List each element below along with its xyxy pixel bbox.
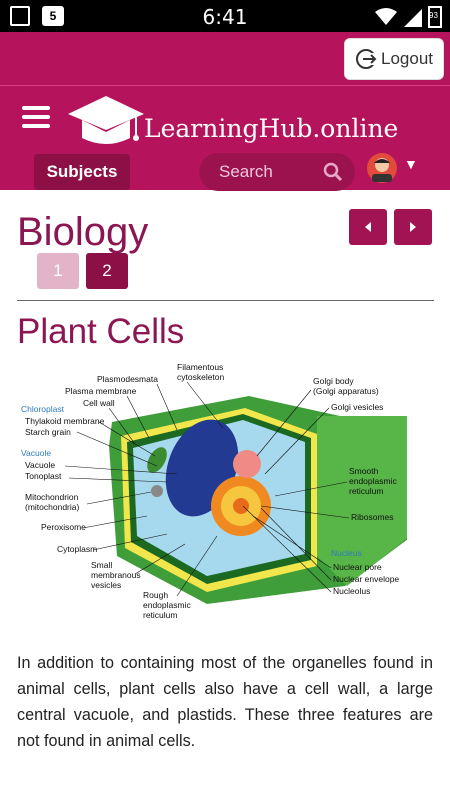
chevron-down-icon[interactable]: ▼	[404, 156, 418, 172]
chevron-left-icon	[365, 222, 371, 232]
label-smooth-reticulum: reticulum	[349, 486, 383, 496]
label-rough: Rough	[143, 590, 168, 600]
label-plasma-membrane: Plasma membrane	[65, 386, 137, 396]
app-header: Logout LearningHub.online Subjects ▼	[0, 32, 450, 191]
label-vesicles: vesicles	[91, 580, 121, 590]
page-title: Biology	[17, 210, 149, 254]
logout-button[interactable]: Logout	[344, 38, 444, 80]
signal-icon	[404, 9, 422, 27]
battery-icon: 93	[428, 6, 442, 28]
top-strip	[0, 32, 450, 86]
label-nuclear-envelope: Nuclear envelope	[333, 574, 399, 584]
label-vacuole: Vacuole	[25, 460, 55, 470]
diagram-left-labels: Filamentous cytoskeleton Plasmodesmata P…	[21, 362, 225, 620]
search-box	[199, 153, 355, 191]
subjects-button[interactable]: Subjects	[34, 154, 130, 190]
section-title: Plant Cells	[17, 312, 185, 351]
label-reticulum: reticulum	[143, 610, 177, 620]
label-mitochondrion: Mitochondrion	[25, 492, 79, 502]
chevron-right-icon	[410, 222, 416, 232]
label-starch: Starch grain	[25, 427, 71, 437]
clock: 6:41	[202, 5, 248, 29]
battery-level: 93	[429, 11, 438, 20]
label-chloroplast: Chloroplast	[21, 404, 65, 414]
next-button[interactable]	[394, 209, 432, 245]
user-avatar[interactable]	[366, 152, 398, 184]
label-smooth: Smooth	[349, 466, 379, 476]
page-2-button[interactable]: 2	[86, 253, 128, 289]
label-vacuole-group: Vacuole	[21, 448, 51, 458]
label-cytoplasm: Cytoplasm	[57, 544, 97, 554]
label-thylakoid: Thylakoid membrane	[25, 416, 105, 426]
label-mitochondria: (mitochondria)	[25, 502, 79, 512]
wifi-icon	[375, 8, 397, 25]
label-smooth-endoplasmic: endoplasmic	[349, 476, 397, 486]
label-cell-wall: Cell wall	[83, 398, 115, 408]
label-endoplasmic: endoplasmic	[143, 600, 191, 610]
search-input[interactable]	[199, 153, 319, 191]
label-golgi-vesicles: Golgi vesicles	[331, 402, 383, 412]
label-plasmodesmata: Plasmodesmata	[97, 374, 158, 384]
label-golgi-body: Golgi body	[313, 376, 354, 386]
label-membranous: membranous	[91, 570, 141, 580]
label-filamentous: Filamentous	[177, 362, 223, 372]
logout-label: Logout	[381, 49, 433, 68]
divider	[17, 300, 434, 301]
brand-name: LearningHub.online	[144, 114, 399, 143]
logout-icon	[356, 49, 377, 69]
label-ribosomes: Ribosomes	[351, 512, 394, 522]
status-bar: 5 6:41 93	[0, 0, 450, 32]
notification-badge: 5	[42, 6, 64, 26]
label-cytoskeleton: cytoskeleton	[177, 372, 225, 382]
menu-icon[interactable]	[22, 106, 50, 128]
plant-cell-diagram: Filamentous cytoskeleton Plasmodesmata P…	[21, 362, 407, 620]
prev-button[interactable]	[349, 209, 387, 245]
page-1-button[interactable]: 1	[37, 253, 79, 289]
body-paragraph: In addition to containing most of the or…	[17, 654, 433, 750]
label-nucleus-group: Nucleus	[331, 548, 362, 558]
label-small: Small	[91, 560, 112, 570]
image-notification-icon	[10, 6, 30, 26]
label-golgi-apparatus: (Golgi apparatus)	[313, 386, 379, 396]
graduation-cap-logo	[68, 96, 144, 144]
search-icon[interactable]	[323, 162, 343, 182]
label-peroxisome: Peroxisome	[41, 522, 86, 532]
diagram-leader-lines	[64, 381, 350, 597]
label-nuclear-pore: Nuclear pore	[333, 562, 382, 572]
label-tonoplast: Tonoplast	[25, 471, 62, 481]
diagram-right-labels: Golgi body (Golgi apparatus) Golgi vesic…	[313, 376, 399, 596]
label-nucleolus: Nucleolus	[333, 586, 370, 596]
